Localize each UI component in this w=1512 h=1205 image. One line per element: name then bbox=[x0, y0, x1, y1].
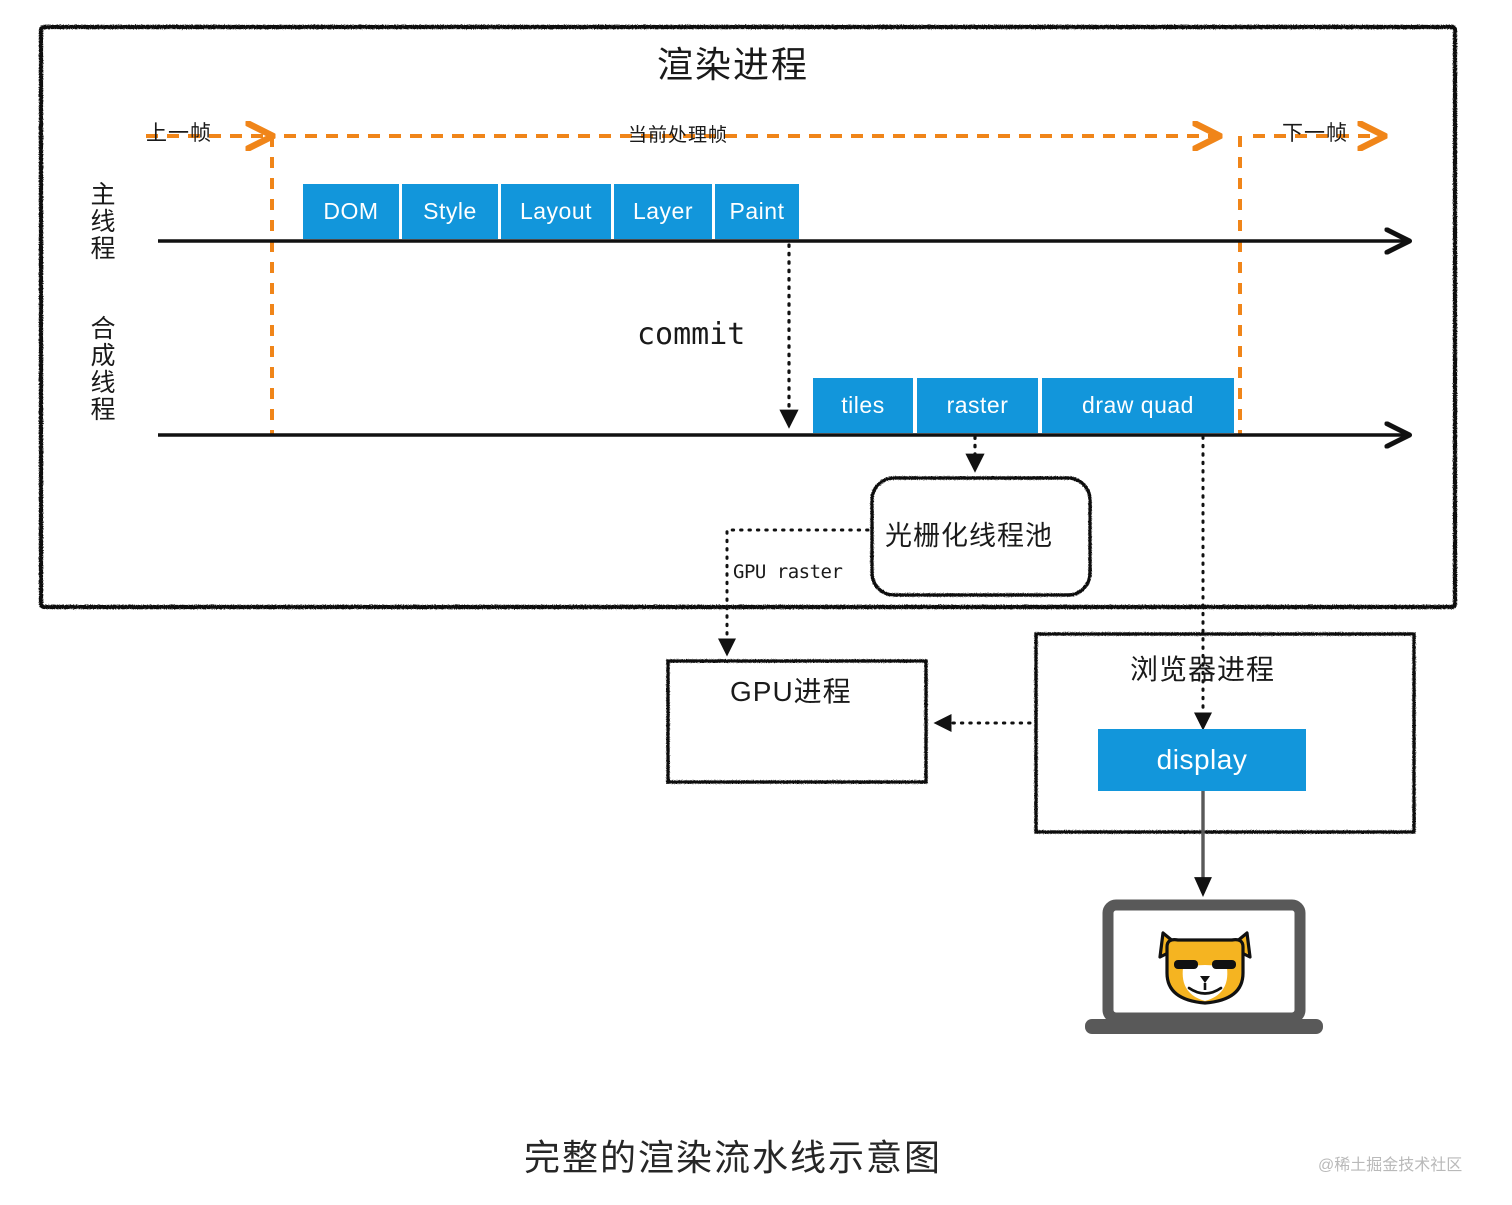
gpu-raster-connector bbox=[718, 528, 870, 657]
gpu-raster-label: GPU raster bbox=[733, 561, 843, 583]
renderer-process-outline bbox=[38, 24, 1458, 610]
node-label-gpu-process: GPU进程 bbox=[730, 676, 852, 707]
commit-label: commit bbox=[637, 317, 746, 352]
stage-block-layout bbox=[501, 184, 611, 239]
page-title: 渲染进程 bbox=[657, 44, 810, 85]
lane-label-main-thread: 主线程 bbox=[90, 181, 116, 263]
stage-block-draw-quad bbox=[1042, 378, 1234, 433]
stage-label-draw-quad: draw quad bbox=[1082, 392, 1194, 418]
lane-label-compositor-thread: 合成线程 bbox=[90, 315, 116, 424]
node-label-raster-thread-pool: 光栅化线程池 bbox=[885, 521, 1053, 551]
stage-block-paint bbox=[715, 184, 799, 239]
gpu-process-box bbox=[666, 659, 928, 784]
stage-label-paint: Paint bbox=[729, 198, 785, 224]
display-block-rect bbox=[1098, 729, 1306, 791]
watermark: @稀土掘金技术社区 bbox=[1318, 1157, 1463, 1174]
display-block-label: display bbox=[1156, 744, 1248, 775]
stage-label-style: Style bbox=[423, 198, 477, 224]
dog-face-icon bbox=[1158, 931, 1252, 1005]
stage-label-tiles: tiles bbox=[841, 392, 885, 418]
browser-process-box bbox=[1034, 632, 1416, 834]
stage-block-dom bbox=[303, 184, 399, 239]
main-thread-stage-blocks bbox=[303, 184, 799, 239]
stage-label-layer: Layer bbox=[632, 198, 694, 224]
stage-block-tiles bbox=[813, 378, 913, 433]
figure-caption: 完整的渲染流水线示意图 bbox=[524, 1137, 943, 1178]
frame-label-prev: 上一帧 bbox=[146, 122, 212, 145]
stage-block-layer bbox=[614, 184, 712, 239]
laptop-icon bbox=[1085, 899, 1323, 1034]
node-label-browser-process: 浏览器进程 bbox=[1130, 654, 1276, 685]
compositor-stage-blocks bbox=[813, 378, 1234, 433]
frame-boundary-markers bbox=[146, 136, 1380, 436]
frame-label-current: 当前处理帧 bbox=[628, 125, 729, 146]
raster-thread-pool-box bbox=[870, 476, 1092, 597]
frame-label-next: 下一帧 bbox=[1282, 122, 1348, 145]
stage-label-raster: raster bbox=[946, 392, 1009, 418]
stage-block-style bbox=[402, 184, 498, 239]
stage-block-raster bbox=[917, 378, 1038, 433]
stage-label-layout: Layout bbox=[519, 198, 593, 224]
stage-label-dom: DOM bbox=[323, 198, 379, 224]
